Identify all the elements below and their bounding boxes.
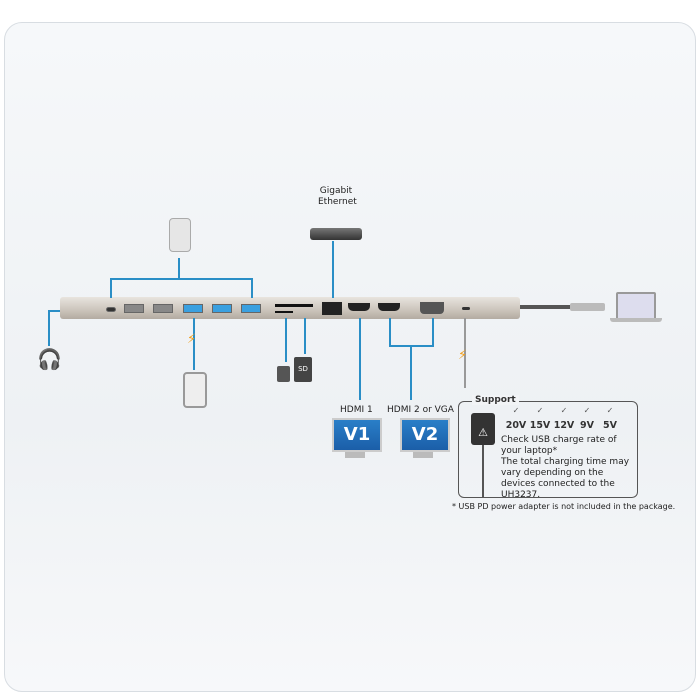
ethernet-port: [322, 302, 342, 315]
voltage-12v: 12V: [553, 420, 575, 431]
check-icon: ✓: [606, 406, 614, 415]
sd-card-icon: SD: [294, 357, 312, 382]
voltage-5v: 5V: [603, 420, 617, 431]
laptop-base: [610, 318, 662, 322]
footnote: * USB PD power adapter is not included i…: [452, 502, 676, 511]
usb-a-port: [153, 304, 173, 313]
monitor-v2: V2: [400, 418, 450, 452]
hub-cable: [520, 305, 600, 309]
monitor-v1: V1: [332, 418, 382, 452]
voltage-9v: 9V: [580, 420, 594, 431]
smartphone-icon: [183, 372, 207, 408]
hdmi1-label: HDMI 1: [340, 405, 373, 415]
lightning-icon: ⚡: [458, 348, 468, 363]
usb-c-power-port: [462, 307, 470, 310]
headphones-icon: 🎧: [37, 347, 62, 371]
check-icon: ✓: [512, 406, 520, 415]
router-icon: [310, 228, 362, 240]
check-icon: ✓: [583, 406, 591, 415]
usb-a-port: [124, 304, 144, 313]
diagram-card: [4, 22, 696, 692]
voltage-20v: 20V: [505, 420, 527, 431]
hdmi-port: [378, 303, 400, 311]
microsd-card-icon: [277, 366, 290, 382]
check-icon: ✓: [560, 406, 568, 415]
support-box: [458, 401, 638, 498]
usb3-port: [212, 304, 232, 313]
lightning-icon: ⚡: [187, 332, 197, 347]
vga-port: [420, 302, 444, 314]
voltage-15v: 15V: [529, 420, 551, 431]
ethernet-label: Gigabit Ethernet: [318, 186, 357, 207]
docking-hub: [60, 297, 520, 319]
laptop-icon: [616, 292, 656, 320]
usb-c-port: [106, 307, 116, 312]
usb3-port: [241, 304, 261, 313]
hdmi2-vga-label: HDMI 2 or VGA: [387, 405, 454, 415]
power-adapter-icon: ⚠: [471, 413, 495, 445]
charging-time-note: The total charging time may vary dependi…: [501, 457, 630, 500]
usb-c-plug: [570, 303, 605, 311]
charge-rate-note: Check USB charge rate of your laptop*: [501, 435, 617, 456]
hdmi-port: [348, 303, 370, 311]
usb3-port: [183, 304, 203, 313]
microsd-slot: [275, 311, 293, 313]
usb-flash-drive-icon: [169, 218, 191, 252]
sd-slot: [275, 304, 313, 307]
check-icon: ✓: [536, 406, 544, 415]
support-title: Support: [472, 395, 519, 405]
